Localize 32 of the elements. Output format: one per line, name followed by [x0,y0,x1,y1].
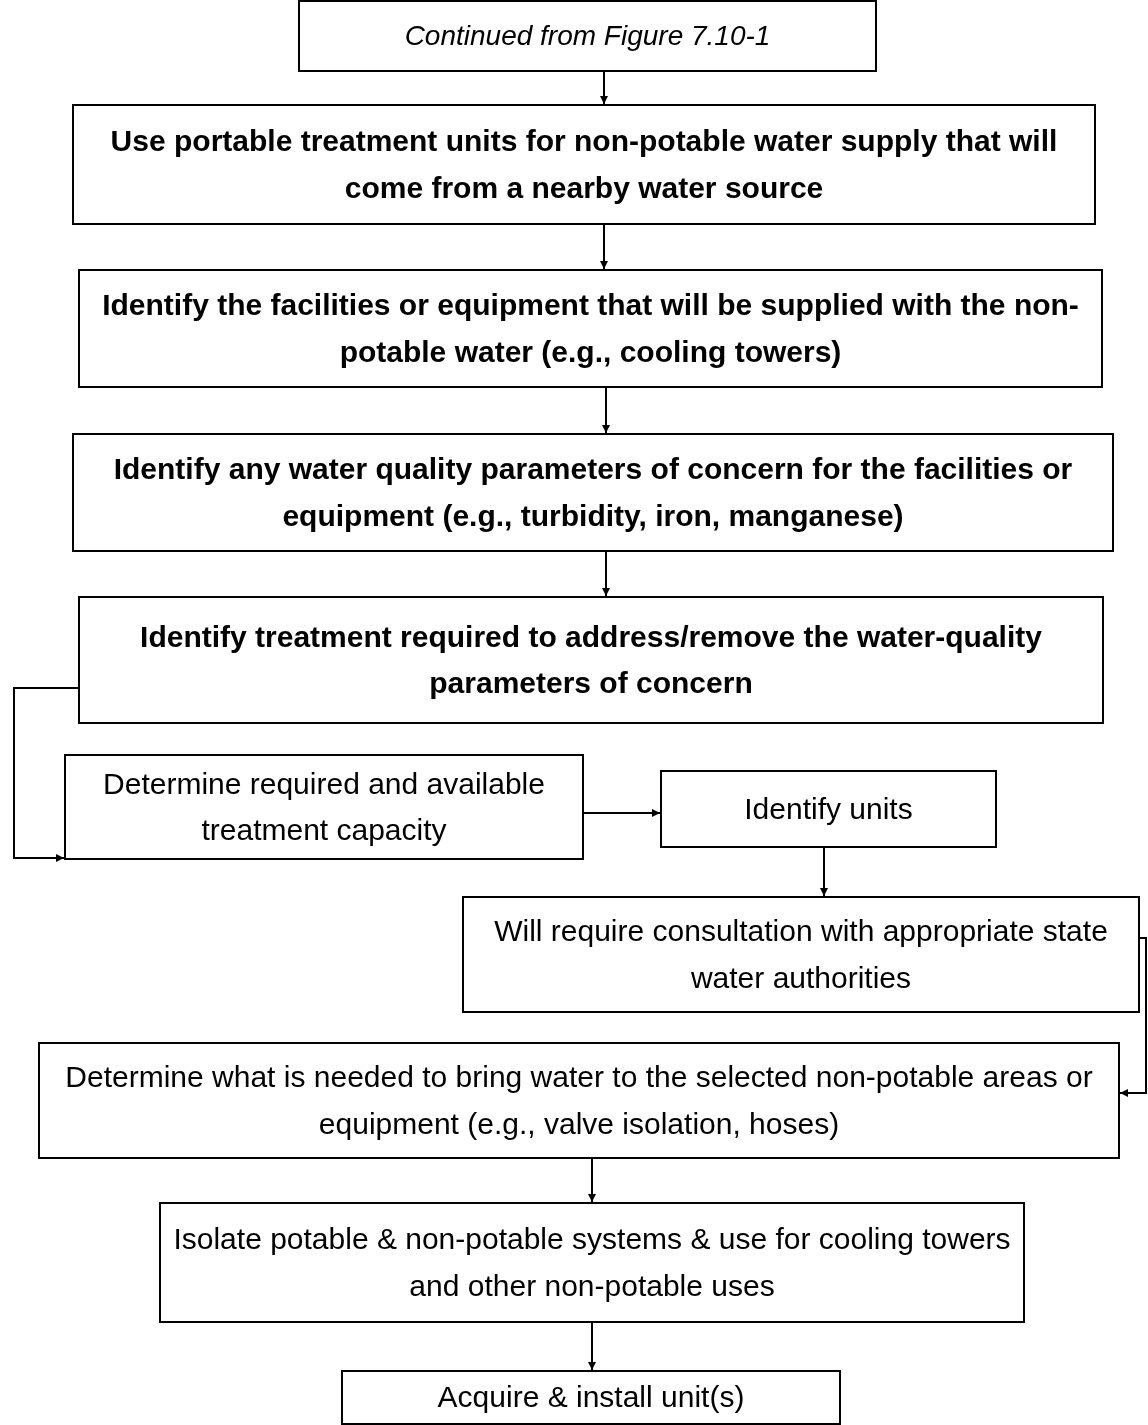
step-text: Isolate potable & non-potable systems & use for cooling towers and other non-potable uses [172,1221,1012,1304]
process-box [462,896,1140,1013]
step-text: Acquire & install unit(s) [437,1379,745,1416]
step-text: Use portable treatment units for non-potable water supply that will come from a nearby water source [109,123,1059,206]
process-box [38,1042,1120,1159]
arrow [602,387,610,434]
process-box [298,0,877,72]
process-box [78,596,1104,724]
step-text: Will require consultation with appropriate state water authorities [493,913,1109,996]
step-text: Identify the facilities or equipment that will be supplied with the non-potable water (e.g., cooling towers) [101,287,1080,370]
step-text: Continued from Figure 7.10-1 [404,19,771,54]
arrow [602,551,610,597]
process-box [159,1202,1025,1323]
step-text: Identify any water quality parameters of concern for the facilities or equipment (e.g., turbidity, iron, manganese) [112,451,1074,534]
step-text: Determine required and available treatment capacity [102,765,546,848]
arrow [600,71,608,105]
arrow [588,1158,596,1203]
step-text: Determine what is needed to bring water to the selected non-potable areas or equipment (e.g., valve isolation, hoses) [64,1059,1094,1142]
process-box [72,433,1114,552]
process-box [78,269,1103,388]
arrow [1119,937,1147,1097]
process-box [64,754,584,860]
process-box [72,104,1096,225]
process-box [660,770,997,848]
step-text: Identify treatment required to address/remove the water-quality parameters of concern [139,618,1043,701]
arrow [583,809,661,817]
arrow [820,847,828,897]
process-box [341,1370,841,1425]
arrow [588,1322,596,1371]
step-text: Identify units [744,790,913,827]
arrow [600,224,608,270]
arrow [13,687,79,862]
